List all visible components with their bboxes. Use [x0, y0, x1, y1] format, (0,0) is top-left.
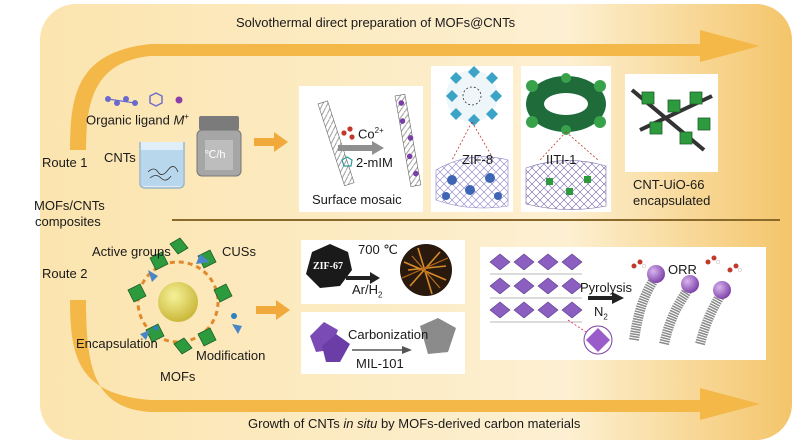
- mof-pointer-arrows: [140, 254, 242, 340]
- zif8-label: ZIF-8: [462, 152, 494, 167]
- carbon-network: [400, 244, 452, 296]
- top-arrow: [70, 30, 760, 150]
- carbonization-label: Carbonization: [348, 327, 429, 342]
- mof-structure: [127, 237, 237, 355]
- n2-label: N2: [594, 304, 608, 322]
- cnt-uio66-label-line1: CNT-UiO-66: [633, 177, 705, 192]
- pyrolysis-arrow: [588, 292, 624, 304]
- organic-ligand-label: Organic ligand M+: [86, 112, 189, 128]
- route2-label: Route 2: [42, 266, 88, 281]
- zif8-framework: [446, 66, 502, 161]
- bottom-arrow-label: Growth of CNTs in situ by MOFs-derived c…: [248, 416, 581, 431]
- route2-arrow: [256, 300, 290, 320]
- pyrolysis-label: Pyrolysis: [580, 280, 633, 295]
- zif67-arrow: [346, 272, 380, 284]
- top-arrow-label: Solvothermal direct preparation of MOFs@…: [236, 15, 516, 30]
- ar-h2-label: Ar/H2: [352, 282, 383, 300]
- cnt-tube-decorated: [394, 93, 422, 187]
- encapsulation-label: Encapsulation: [76, 336, 158, 351]
- uio66-framework: [630, 88, 713, 152]
- iiti1-label: IITI-1: [546, 152, 577, 167]
- ligand-molecules: [105, 92, 183, 107]
- composites-label-line2: composites: [35, 214, 101, 229]
- mil101-crystal-2: [322, 334, 350, 362]
- zif67-label: ZIF-67: [313, 261, 343, 272]
- route1-arrow-1: [254, 132, 288, 152]
- composites-label-line1: MOFs/CNTs: [34, 198, 105, 213]
- cnts-beaker: [139, 142, 185, 189]
- cnt-forest: [629, 255, 743, 346]
- modification-label: Modification: [196, 348, 266, 363]
- autoclave: [196, 116, 242, 177]
- orr-label: ORR: [668, 262, 697, 277]
- route1-label: Route 1: [42, 155, 88, 170]
- co-ion-label: Co2+: [358, 126, 384, 142]
- bottom-arrow: [70, 300, 760, 420]
- co-arrow: [338, 141, 384, 155]
- temp700-label: 700 ℃: [358, 242, 398, 257]
- zif8-cnt: [435, 156, 509, 209]
- mof-grid: [489, 253, 613, 355]
- mim-label: 2-mIM: [356, 155, 393, 170]
- background-panel: [40, 4, 792, 440]
- temp-time-label: ℃/h: [204, 149, 226, 161]
- cuss-label: CUSs: [222, 244, 256, 259]
- cnt-tube-plain: [317, 100, 355, 187]
- zif67-polyhedron: [306, 244, 352, 288]
- mil101-label: MIL-101: [356, 356, 404, 371]
- cnts-label: CNTs: [104, 150, 136, 165]
- iiti1-cnt: [525, 160, 607, 210]
- active-groups-label: Active groups: [92, 244, 171, 259]
- cnt-uio66-label-line2: encapsulated: [633, 193, 711, 208]
- mofs-label: MOFs: [160, 369, 196, 384]
- surface-mosaic-label: Surface mosaic: [312, 192, 402, 207]
- iiti1-framework: [526, 73, 606, 161]
